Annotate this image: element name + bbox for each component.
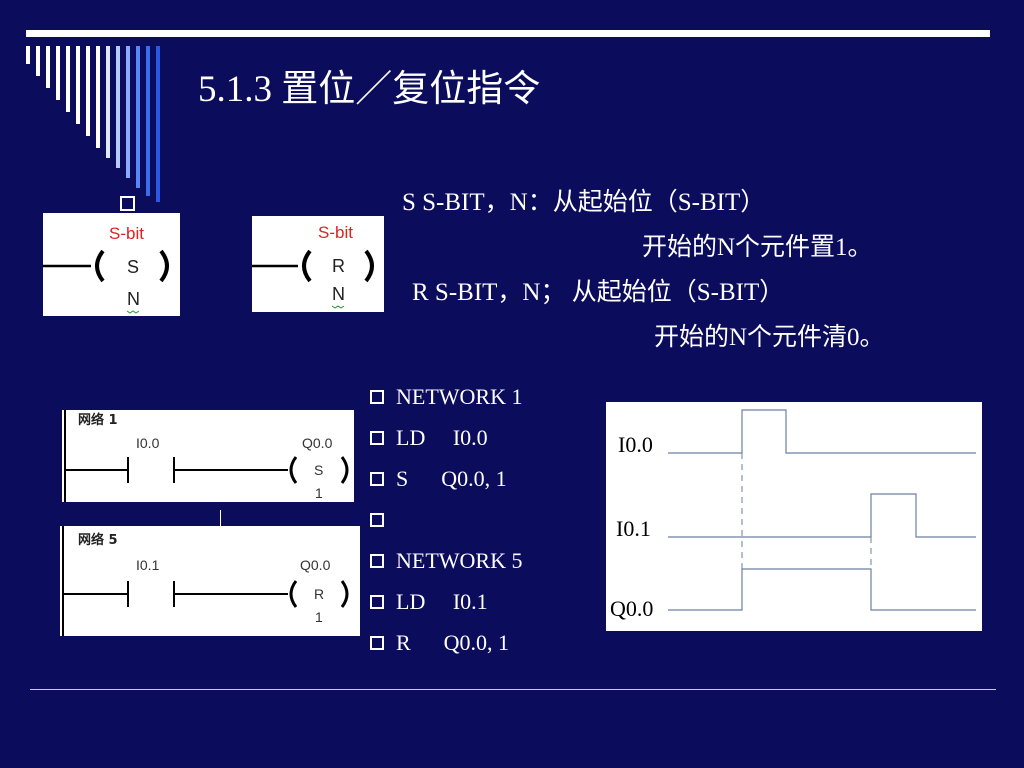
bullet-square-icon: [370, 594, 384, 609]
program-line-text: LD I0.1: [396, 588, 488, 614]
reset-coil-letter: R: [332, 256, 345, 276]
bottom-rule: [30, 689, 996, 690]
bullet-square-icon: [370, 430, 384, 445]
bullet-square-icon: [370, 512, 384, 527]
waveform-i00: [668, 409, 976, 454]
program-line: LD I0.0: [370, 417, 522, 458]
waveform-q00: [668, 568, 976, 611]
program-line: [370, 499, 522, 540]
set-description-line2: 开始的N个元件置1。: [642, 234, 873, 261]
slide-title: 5.1.3 置位／复位指令: [198, 69, 541, 110]
program-line: R Q0.0, 1: [370, 622, 522, 663]
set-coil-count: N: [127, 289, 140, 309]
network-5-coil-count: 1: [315, 609, 323, 625]
set-coil-bit-label: S-bit: [109, 224, 144, 243]
timing-label-q00: Q0.0: [610, 596, 653, 621]
network-1-coil-letter: S: [314, 462, 323, 478]
network-1-contact-label: I0.0: [136, 435, 160, 451]
bullet-square-icon: [370, 471, 384, 486]
program-line: NETWORK 5: [370, 540, 522, 581]
reset-description-line2: 开始的N个元件清0。: [654, 324, 885, 351]
program-line-text: S Q0.0, 1: [396, 465, 507, 491]
program-line-text: R Q0.0, 1: [396, 629, 510, 655]
reset-coil-count: N: [332, 284, 345, 304]
decorative-stripes: [26, 46, 160, 202]
reset-coil-bit-label: S-bit: [318, 223, 353, 242]
set-coil-symbol: S-bit S N: [43, 213, 180, 316]
reset-coil-symbol: S-bit R N: [252, 216, 384, 312]
bullet-square-icon: [370, 553, 384, 568]
bullet-square-icon: [370, 635, 384, 650]
bullet-square-icon: [370, 389, 384, 404]
network-1-output-label: Q0.0: [302, 435, 333, 451]
program-line: S Q0.0, 1: [370, 458, 522, 499]
set-coil-letter: S: [127, 257, 139, 277]
program-line-text: NETWORK 5: [396, 547, 523, 573]
ladder-network-1: 网络 1 I0.0 Q0.0 S 1: [62, 410, 354, 502]
timing-label-i00: I0.0: [618, 432, 653, 457]
program-line-text: LD I0.0: [396, 424, 488, 450]
program-line: NETWORK 1: [370, 376, 522, 417]
network-5-title: 网络 5: [78, 532, 118, 548]
network-1-coil-count: 1: [315, 485, 323, 501]
ladder-network-5: 网络 5 I0.1 Q0.0 R 1: [60, 526, 360, 636]
network-5-contact-label: I0.1: [136, 557, 160, 573]
bullet-square: [120, 196, 135, 211]
set-description-line1: S S-BIT，N：从起始位（S-BIT）: [402, 189, 766, 216]
network-1-title: 网络 1: [78, 412, 118, 428]
timing-diagram: I0.0 I0.1 Q0.0: [606, 402, 982, 631]
timing-label-i01: I0.1: [616, 516, 651, 541]
stl-program-list: NETWORK 1 LD I0.0 S Q0.0, 1 NETWORK 5 LD…: [370, 376, 522, 663]
program-line: LD I0.1: [370, 581, 522, 622]
waveform-i01: [668, 493, 976, 538]
program-line-text: NETWORK 1: [396, 383, 523, 409]
top-rule: [26, 30, 990, 37]
reset-description-line1: R S-BIT，N； 从起始位（S-BIT）: [412, 279, 785, 306]
network-5-output-label: Q0.0: [300, 557, 331, 573]
network-5-coil-letter: R: [314, 586, 324, 602]
